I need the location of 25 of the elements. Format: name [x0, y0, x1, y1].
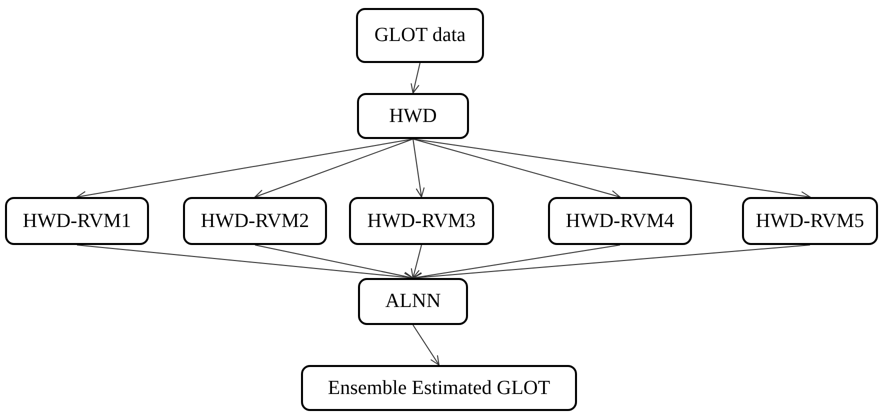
process-box	[349, 197, 494, 245]
box-label: ALNN	[385, 290, 441, 313]
box-label: Ensemble Estimated GLOT	[328, 376, 550, 400]
arrow	[410, 62, 420, 94]
process-box	[742, 197, 878, 245]
box-label: HWD-RVM4	[566, 210, 674, 232]
box-label: HWD-RVM2	[200, 210, 310, 232]
arrow	[410, 244, 422, 278]
process-box	[5, 197, 149, 245]
box-label: HWD-RVM1	[22, 210, 132, 232]
arrow	[412, 138, 620, 199]
process-box	[548, 197, 692, 245]
box-label: GLOT data	[374, 24, 466, 47]
process-box	[356, 8, 484, 63]
process-box	[301, 365, 577, 411]
arrow	[412, 324, 440, 366]
arrow	[76, 138, 414, 200]
process-box	[357, 93, 469, 139]
box-label: HWD-RVM3	[367, 210, 476, 232]
arrow	[254, 138, 414, 198]
process-box	[183, 197, 327, 245]
arrow	[412, 138, 425, 198]
box-label: HWD-RVM5	[756, 210, 864, 232]
box-label: HWD	[389, 104, 437, 128]
process-box	[358, 278, 468, 325]
